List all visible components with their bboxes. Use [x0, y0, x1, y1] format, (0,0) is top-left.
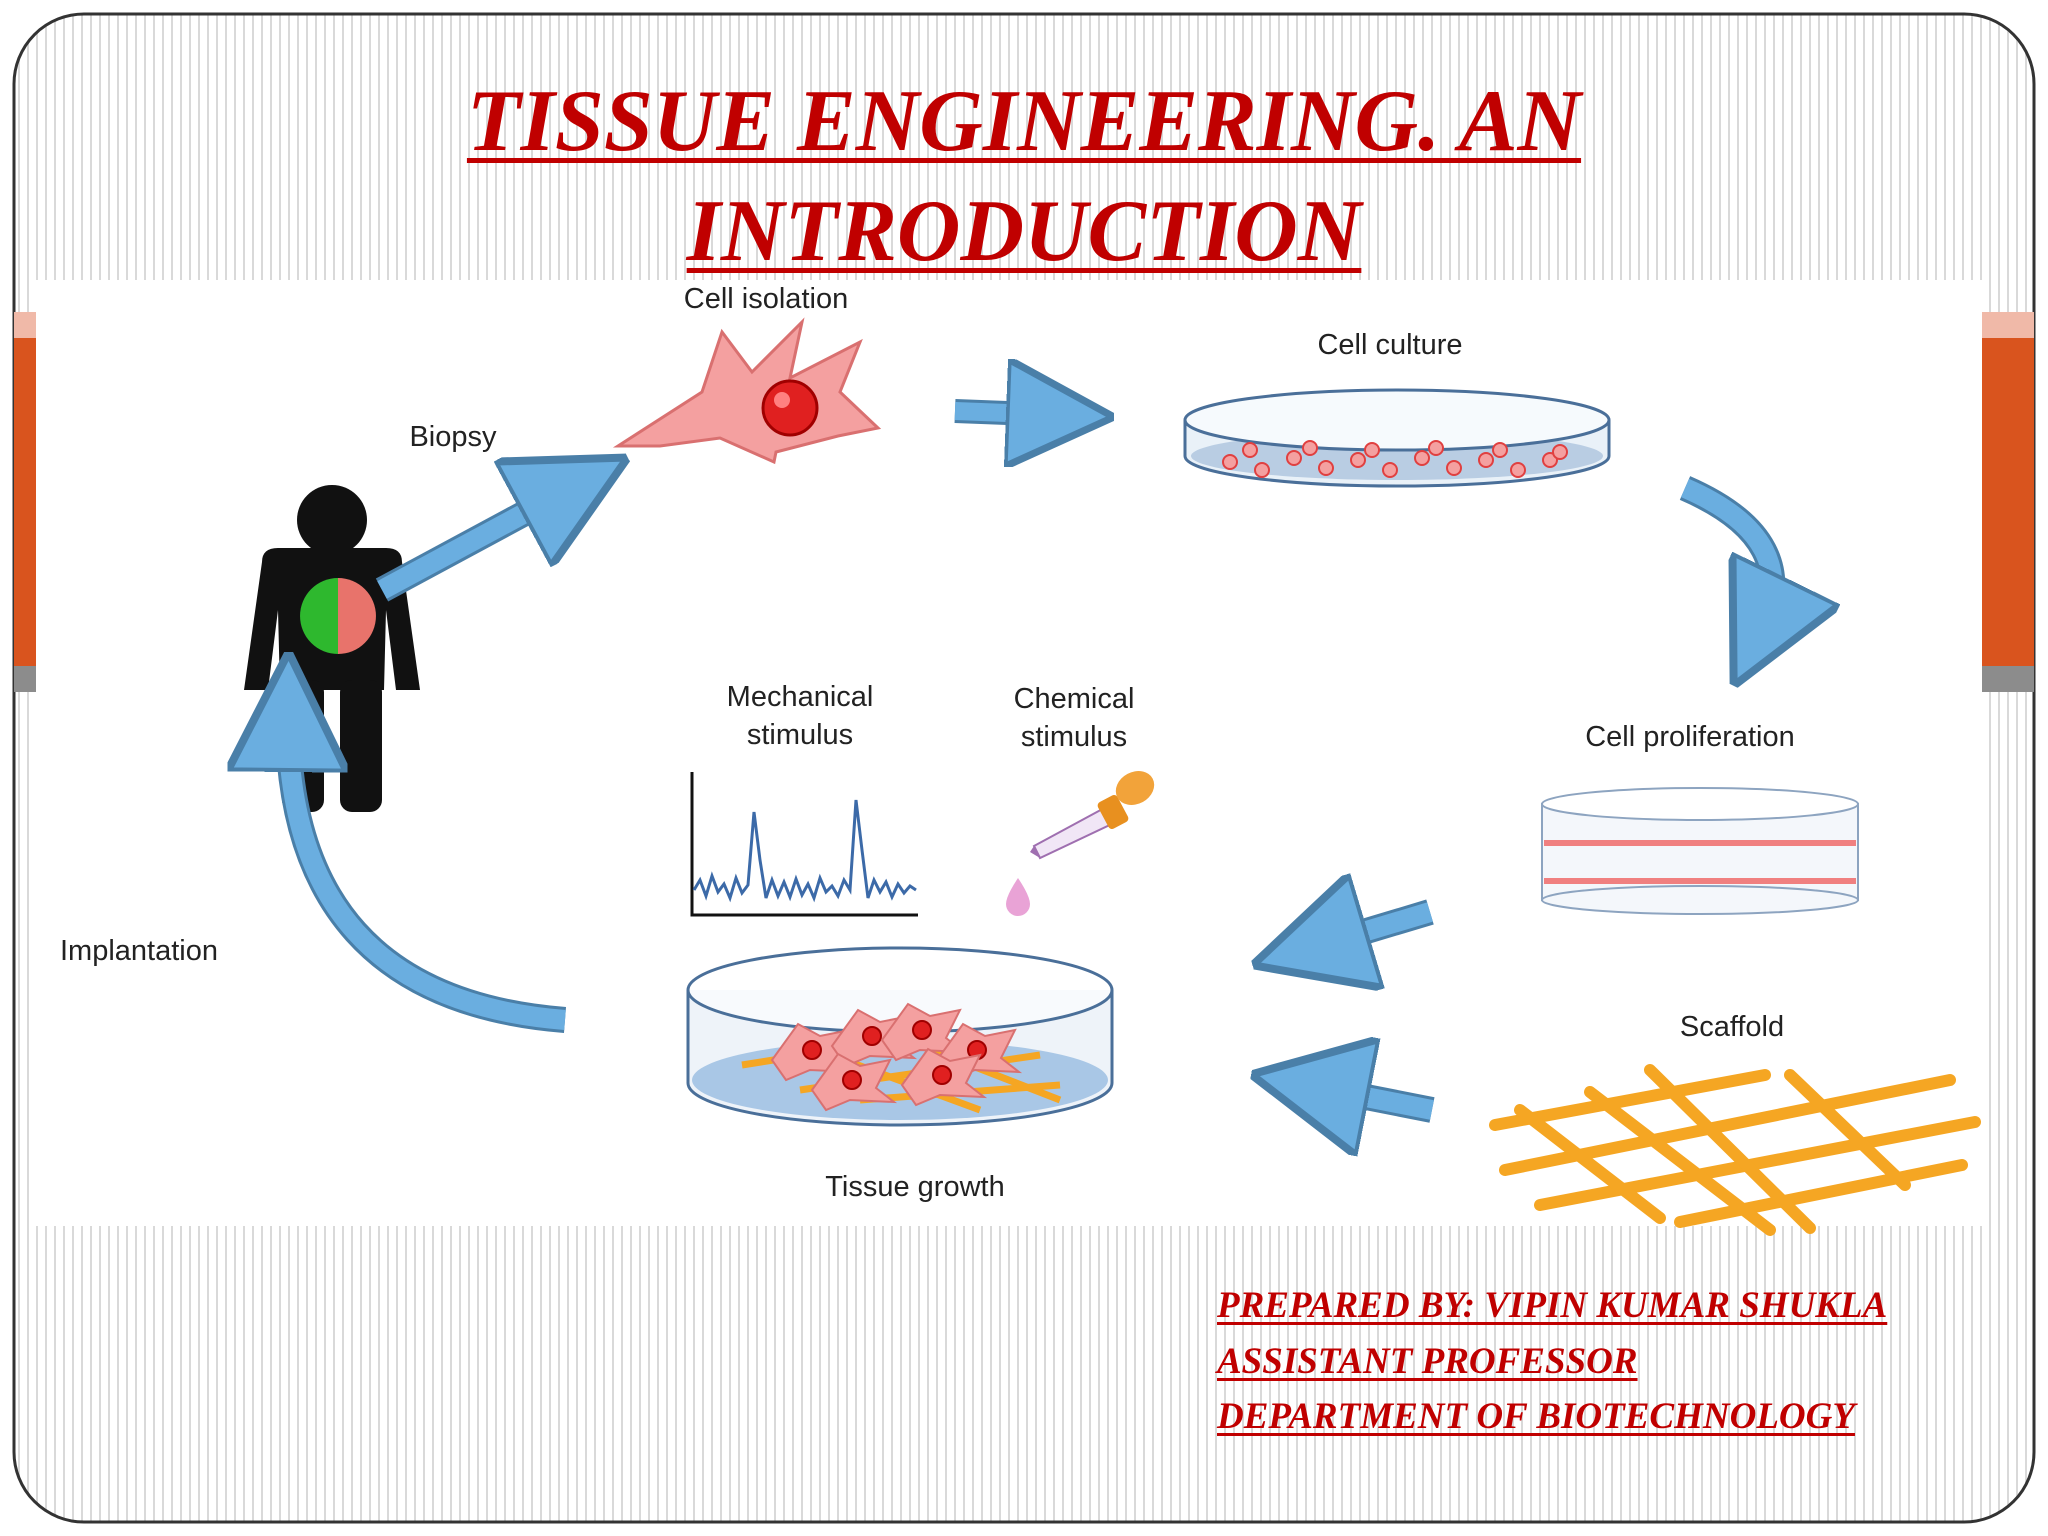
- cell-icon: [612, 317, 882, 465]
- left-accent-top: [14, 312, 36, 338]
- credit-prepared-by: PREPARED BY: VIPIN KUMAR SHUKLA: [1217, 1285, 1888, 1326]
- waveform-icon: [690, 772, 918, 917]
- dropper-icon: [1006, 771, 1155, 916]
- implantation-arrow-outline: [274, 711, 567, 1033]
- isolation-to-culture-arrow: [954, 411, 1060, 415]
- right-accent-bar: [1982, 338, 2034, 666]
- stacked-dishes-icon: [1541, 787, 1859, 915]
- tissue-cell-nucleus: [802, 1040, 822, 1060]
- tissue-cell-nucleus: [842, 1070, 862, 1090]
- label-mechanical-1: Mechanical: [727, 681, 874, 713]
- credit-title: ASSISTANT PROFESSOR: [1217, 1341, 1638, 1382]
- label-mechanical-2: stimulus: [747, 719, 853, 751]
- title-line-2: INTRODUCTION: [686, 183, 1362, 280]
- tissue-dish-icon: [686, 946, 1114, 1127]
- tissue-cell-nucleus: [862, 1026, 882, 1046]
- cultured-cell: [1318, 460, 1334, 476]
- biopsy-arrow: [377, 486, 575, 599]
- organ-green: [300, 578, 338, 654]
- cultured-cell: [1286, 450, 1302, 466]
- cultured-cell: [1478, 452, 1494, 468]
- label-cell-isolation: Cell isolation: [684, 283, 848, 315]
- cultured-cell: [1414, 450, 1430, 466]
- cultured-cell: [1222, 454, 1238, 470]
- cultured-cell: [1428, 440, 1444, 456]
- label-biopsy: Biopsy: [409, 421, 497, 453]
- organ-red: [338, 578, 376, 654]
- cultured-cell: [1492, 442, 1508, 458]
- cultured-cell: [1350, 452, 1366, 468]
- cultured-cell: [1510, 462, 1526, 478]
- implantation-arrow: [288, 712, 566, 1030]
- label-tissue-growth: Tissue growth: [825, 1171, 1004, 1203]
- scaffold-mesh-icon: [1489, 1064, 1981, 1236]
- title-line-1: TISSUE ENGINEERING. AN: [466, 73, 1582, 170]
- cultured-cell: [1552, 444, 1568, 460]
- cultured-cell: [1254, 462, 1270, 478]
- scaffold-to-tissue-arrow: [1310, 1086, 1434, 1110]
- label-implantation: Implantation: [60, 935, 218, 967]
- tissue-cells: [770, 1002, 1023, 1112]
- left-accent-bottom: [14, 666, 36, 692]
- label-scaffold: Scaffold: [1680, 1011, 1784, 1043]
- label-chemical-1: Chemical: [1014, 683, 1135, 715]
- culture-to-proliferation-arrow: [1681, 478, 1772, 632]
- human-figure-icon: [244, 485, 420, 812]
- label-chemical-2: stimulus: [1021, 721, 1127, 753]
- culture-cells: [1222, 440, 1568, 478]
- label-cell-proliferation: Cell proliferation: [1585, 721, 1795, 753]
- tissue-cell-nucleus: [932, 1065, 952, 1085]
- proliferation-to-tissue-arrow: [1310, 912, 1433, 948]
- credit-department: DEPARTMENT OF BIOTECHNOLOGY: [1217, 1396, 1855, 1437]
- left-accent-bar: [14, 338, 36, 666]
- label-cell-culture: Cell culture: [1317, 329, 1462, 361]
- cultured-cell: [1302, 440, 1318, 456]
- cultured-cell: [1382, 462, 1398, 478]
- petri-dish-icon: [1183, 388, 1611, 488]
- tissue-cell-nucleus: [912, 1020, 932, 1040]
- cultured-cell: [1446, 460, 1462, 476]
- right-accent-bottom: [1982, 666, 2034, 692]
- cultured-cell: [1364, 442, 1380, 458]
- right-accent-top: [1982, 312, 2034, 338]
- cultured-cell: [1242, 442, 1258, 458]
